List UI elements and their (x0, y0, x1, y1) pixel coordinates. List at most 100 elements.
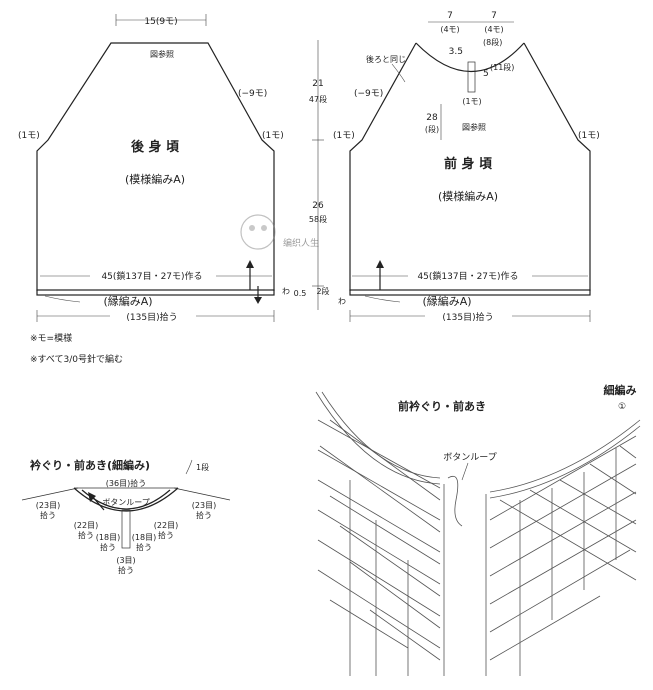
front-neck-right-m: (4モ) (484, 25, 503, 34)
border-rows: 2段 (316, 286, 329, 296)
front-inner-rows: (段) (425, 124, 439, 134)
watermark-logo: 编织人生 (240, 214, 319, 250)
front-neck-left-m: (4モ) (440, 25, 459, 34)
front-slit-rows: (8段) (483, 37, 502, 47)
neck-outer-curve (73, 487, 179, 512)
front-panel: 7 (4モ) 7 (4モ) 3.5 (8段) 5 (11段) (1モ) 後ろと同… (333, 11, 600, 323)
body-rows: 58段 (309, 214, 327, 224)
border-length: 0.5 (294, 289, 307, 298)
neck-rows-leader (185, 459, 193, 475)
back-top-width: 15(9モ) (144, 17, 177, 27)
front-cast-on: 45(鎖137目・27モ)作る (417, 270, 518, 282)
neck-inner-left2: 拾う (78, 530, 94, 540)
neck-inner-right2: 拾う (158, 530, 174, 540)
neck-bottom2: 拾う (118, 565, 134, 575)
neck-slit-right2: 拾う (136, 542, 152, 552)
watermark-text: 编织人生 (283, 237, 319, 249)
neck-left-pick: (23目) (36, 501, 60, 510)
neck-bottom: (3目) (116, 556, 135, 565)
front-shoulder-slope: (−9モ) (354, 89, 383, 99)
stitch-left-neck-edge (315, 391, 441, 485)
note-needle: ※すべて3/0号針で編む (30, 353, 123, 365)
front-same-as-back: 後ろと同じ (366, 54, 406, 64)
front-left-corner: (1モ) (333, 131, 355, 141)
front-inner-depth: 28 (426, 113, 438, 123)
stitch-chart-title: 前衿ぐり・前あき (398, 399, 486, 413)
stitch-mesh-left (317, 419, 441, 676)
front-same-leader (391, 63, 406, 83)
neck-detail-rows: 1段 (196, 462, 209, 472)
note-pattern-unit: ※モ=模様 (30, 332, 72, 344)
back-border-leader (44, 295, 81, 303)
body-length: 26 (312, 201, 324, 211)
stitch-chart: 前衿ぐり・前あき 細編み ① ボタンループ (315, 383, 641, 676)
watermark-dot-1 (249, 225, 255, 231)
front-pattern: (模様編みA) (438, 189, 498, 203)
neck-left-pick2: 拾う (40, 510, 56, 520)
back-panel-outline (36, 42, 275, 291)
back-right-corner: (1モ) (262, 131, 284, 141)
back-cast-on: 45(鎖137目・27モ)作る (101, 270, 202, 282)
front-border-leader (364, 295, 401, 303)
armhole-rows: 47段 (309, 94, 327, 104)
front-slit-width-rows: (11段) (490, 62, 514, 72)
back-border-band (36, 289, 275, 296)
front-wa-mark: わ (338, 297, 346, 306)
neck-arrow-left (91, 495, 105, 511)
front-see-figure: 図参照 (462, 122, 486, 132)
front-border-band (349, 289, 591, 296)
neck-slit-right: (18目) (132, 533, 156, 542)
front-pickup: (135目)拾う (442, 311, 493, 323)
neck-detail: 衿ぐり・前あき(細編み) 1段 (36目)拾う ボタンループ (23目) 拾う … (21, 458, 231, 575)
neck-left-shoulder (21, 487, 79, 501)
back-border-label: (縁編みA) (103, 294, 152, 308)
neck-inner-left: (22目) (74, 521, 98, 530)
back-left-corner: (1モ) (18, 131, 40, 141)
back-pattern: (模様編みA) (125, 172, 185, 186)
neck-slit (121, 509, 131, 549)
neck-detail-title: 衿ぐり・前あき(細編み) (30, 458, 150, 472)
stitch-button-loop: ボタンループ (443, 452, 496, 463)
stitch-edge-label: 細編み (604, 383, 637, 397)
stitch-button-leader (461, 462, 469, 481)
front-neckline (415, 42, 525, 73)
front-center-m: (1モ) (462, 97, 481, 106)
front-right-corner: (1モ) (578, 131, 600, 141)
front-title: 前 身 頃 (444, 156, 493, 172)
back-title: 後 身 頃 (131, 139, 180, 155)
front-neck-left: 7 (447, 11, 453, 21)
neck-button-loop: ボタンループ (102, 498, 150, 507)
watermark-circle (240, 214, 276, 250)
back-wa-mark: わ (282, 287, 290, 296)
neck-arrow-head (88, 492, 96, 502)
back-panel: 15(9モ) 図参照 (−9モ) (1モ) (1モ) 後 身 頃 (模様編みA)… (18, 14, 290, 323)
neck-right-shoulder (173, 487, 231, 501)
stitch-right-neck-edge (489, 419, 641, 493)
front-border-label: (縁編みA) (422, 294, 471, 308)
back-shoulder-slope: (−9モ) (238, 89, 267, 99)
watermark-dot-2 (261, 225, 267, 231)
neck-inner-right: (22目) (154, 521, 178, 530)
stitch-right-neck-edge-inner (489, 425, 641, 499)
neck-right-pick: (23目) (192, 501, 216, 510)
armhole-length: 21 (312, 79, 323, 89)
front-slit-width: 5 (483, 69, 489, 79)
stitch-edge-number: ① (618, 402, 626, 412)
front-slit (467, 61, 476, 93)
neck-slit-left: (18目) (96, 533, 120, 542)
stitch-mesh-right (489, 435, 637, 676)
front-neck-right: 7 (491, 11, 497, 21)
front-slit-depth: 3.5 (449, 47, 463, 57)
back-pickup: (135目)拾う (126, 311, 177, 323)
neck-slit-left2: 拾う (100, 542, 116, 552)
front-arrow-head (376, 260, 384, 268)
front-right-shoulder (523, 42, 591, 291)
back-border-arrow-head (254, 297, 262, 304)
front-left-shoulder (349, 42, 417, 291)
back-arrow-head (246, 260, 254, 268)
back-see-figure: 図参照 (150, 49, 174, 59)
stitch-button-loop-path (447, 475, 463, 527)
vertical-dimensions: 21 47段 26 58段 0.5 2段 (294, 40, 330, 310)
neck-right-pick2: 拾う (196, 510, 212, 520)
